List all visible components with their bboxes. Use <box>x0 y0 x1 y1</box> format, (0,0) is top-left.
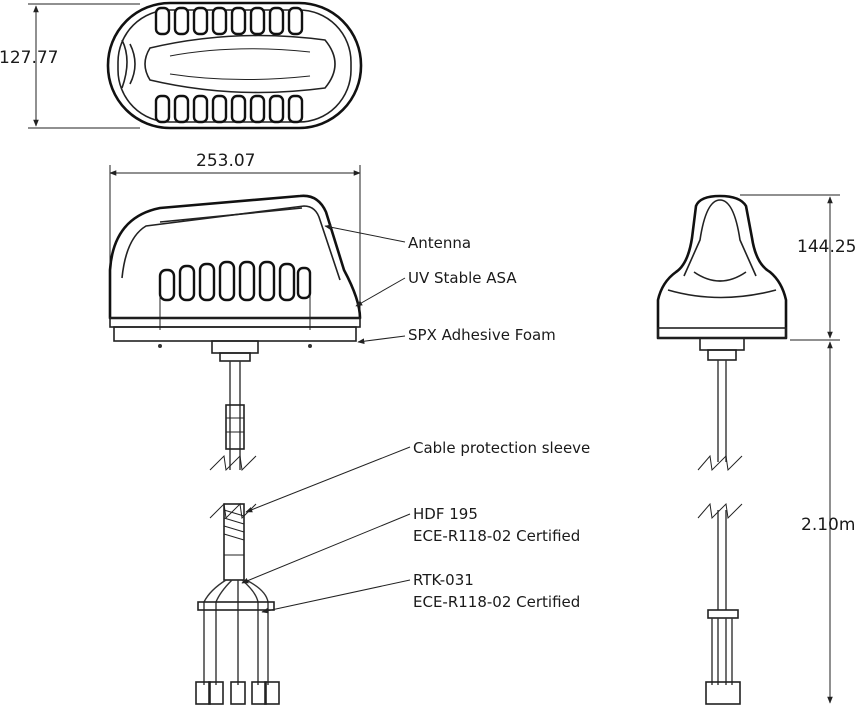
front-view: 253.07 <box>108 151 362 705</box>
callout-uv-stable-asa: UV Stable ASA <box>408 269 517 287</box>
front-view-slots <box>158 260 312 302</box>
cable-length-dimension: 2.10m <box>801 515 855 535</box>
callout-antenna: Antenna <box>408 234 471 252</box>
callout-rtk-031: RTK-031 <box>413 571 474 589</box>
callouts: Antenna UV Stable ASA SPX Adhesive Foam … <box>241 224 590 614</box>
callout-spx-adhesive-foam: SPX Adhesive Foam <box>408 326 556 344</box>
front-view-connectors <box>195 681 280 705</box>
callout-cable-protection-sleeve: Cable protection sleeve <box>413 439 590 457</box>
top-view: 127.77 <box>0 1 363 130</box>
side-height-dimension: 144.25 <box>797 237 856 257</box>
callout-hdf-195: HDF 195 <box>413 505 478 523</box>
callout-rtk-certification: ECE-R118-02 Certified <box>413 593 580 611</box>
top-height-dimension: 127.77 <box>0 48 58 68</box>
side-view: 144.25 2.10m <box>656 194 856 705</box>
top-view-upper-slots <box>154 6 304 36</box>
callout-hdf-certification: ECE-R118-02 Certified <box>413 527 580 545</box>
top-view-lower-slots <box>154 94 304 124</box>
front-width-dimension: 253.07 <box>196 151 255 171</box>
